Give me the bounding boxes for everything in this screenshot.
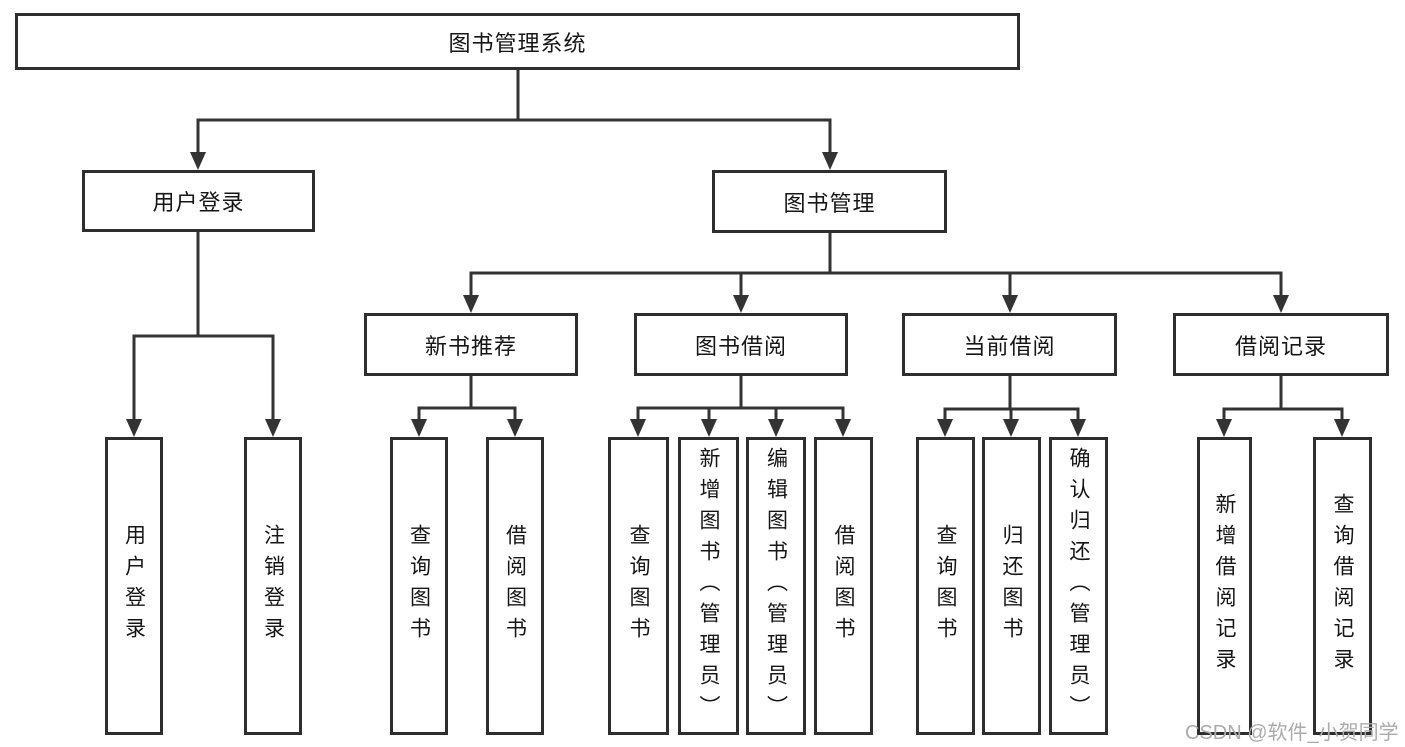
node-book-borrow: 图书借阅 xyxy=(634,313,848,376)
arrow-to-cb-return-book xyxy=(1003,419,1019,437)
leaf-recommend-query-book-label: 查询图书 xyxy=(407,524,431,648)
leaf-edit-book-admin-label: 编辑图书（管理员） xyxy=(764,446,788,726)
leaf-current-query-book-label: 查询图书 xyxy=(934,524,957,648)
arrow-to-borrow-records xyxy=(1273,295,1289,313)
node-user-login-label: 用户登录 xyxy=(152,190,245,215)
arrow-to-rec-query-book xyxy=(411,419,427,437)
arrow-to-cb-query-book xyxy=(937,419,953,437)
arrow-to-new-book-rec xyxy=(463,295,479,313)
arrow-to-bb-query-book xyxy=(630,419,646,437)
edge-records-rail xyxy=(1222,407,1344,420)
leaf-borrow-book-label: 借阅图书 xyxy=(832,524,855,648)
leaf-edit-book-admin: 编辑图书（管理员） xyxy=(746,437,806,735)
leaf-user-login-label: 用户登录 xyxy=(122,524,146,648)
arrow-to-bb-edit-book xyxy=(768,419,784,437)
node-current-borrow-label: 当前借阅 xyxy=(963,333,1056,359)
node-current-borrow: 当前借阅 xyxy=(902,313,1117,376)
node-new-book-recommend: 新书推荐 xyxy=(364,313,578,376)
node-borrow-records-label: 借阅记录 xyxy=(1234,333,1327,359)
edge-root-rail xyxy=(196,118,832,153)
arrow-to-user-login xyxy=(190,152,206,170)
arrow-to-book-mgmt xyxy=(822,152,838,170)
arrow-to-rec-borrow-book xyxy=(507,419,523,437)
arrow-to-current-borrow xyxy=(1002,295,1018,313)
node-new-book-recommend-label: 新书推荐 xyxy=(424,333,517,359)
arrow-to-br-add-record xyxy=(1216,419,1232,437)
leaf-user-login: 用户登录 xyxy=(105,437,163,735)
leaf-recommend-borrow-book-label: 借阅图书 xyxy=(503,524,527,648)
leaf-return-book-label: 归还图书 xyxy=(1000,524,1023,648)
node-book-borrow-label: 图书借阅 xyxy=(694,333,787,359)
node-book-management: 图书管理 xyxy=(712,170,947,233)
leaf-query-borrow-record: 查询借阅记录 xyxy=(1313,437,1372,735)
arrow-to-cb-confirm-ret xyxy=(1070,419,1086,437)
leaf-logout-label: 注销登录 xyxy=(261,524,285,648)
arrow-to-bb-add-book xyxy=(701,419,717,437)
leaf-borrow-query-book-label: 查询图书 xyxy=(627,524,650,648)
edge-book-borrow-rail xyxy=(636,406,845,420)
arrow-to-bb-borrow-book xyxy=(835,419,851,437)
leaf-add-borrow-record-label: 新增借阅记录 xyxy=(1213,493,1236,679)
arrow-to-br-query-record xyxy=(1334,419,1350,437)
leaf-confirm-return-admin: 确认归还（管理员） xyxy=(1049,437,1108,735)
leaf-query-borrow-record-label: 查询借阅记录 xyxy=(1331,493,1354,679)
node-root-label: 图书管理系统 xyxy=(448,30,587,56)
leaf-confirm-return-admin-label: 确认归还（管理员） xyxy=(1067,446,1090,726)
arrowheads xyxy=(126,152,1350,437)
node-root: 图书管理系统 xyxy=(15,13,1020,70)
edge-new-book-rail xyxy=(417,406,517,420)
node-user-login: 用户登录 xyxy=(82,170,315,232)
leaf-borrow-query-book: 查询图书 xyxy=(608,437,669,735)
csdn-watermark: CSDN @软件_小贺同学 xyxy=(1185,722,1399,744)
leaf-recommend-borrow-book: 借阅图书 xyxy=(486,437,544,735)
leaf-add-book-admin: 新增图书（管理员） xyxy=(678,437,739,735)
arrow-to-book-borrow xyxy=(733,295,749,313)
edge-book-mgmt-rail xyxy=(469,271,1283,296)
leaf-add-book-admin-label: 新增图书（管理员） xyxy=(697,446,720,726)
arrow-to-user-login-act xyxy=(126,419,142,437)
leaf-return-book: 归还图书 xyxy=(982,437,1041,735)
node-book-management-label: 图书管理 xyxy=(783,190,876,216)
leaf-add-borrow-record: 新增借阅记录 xyxy=(1197,437,1252,735)
node-borrow-records: 借阅记录 xyxy=(1173,313,1389,376)
leaf-borrow-book: 借阅图书 xyxy=(814,437,873,735)
arrow-to-logout-act xyxy=(265,419,281,437)
leaf-recommend-query-book: 查询图书 xyxy=(390,437,448,735)
edge-user-login-rail xyxy=(132,334,275,420)
leaf-logout: 注销登录 xyxy=(244,437,302,735)
leaf-current-query-book: 查询图书 xyxy=(916,437,975,735)
